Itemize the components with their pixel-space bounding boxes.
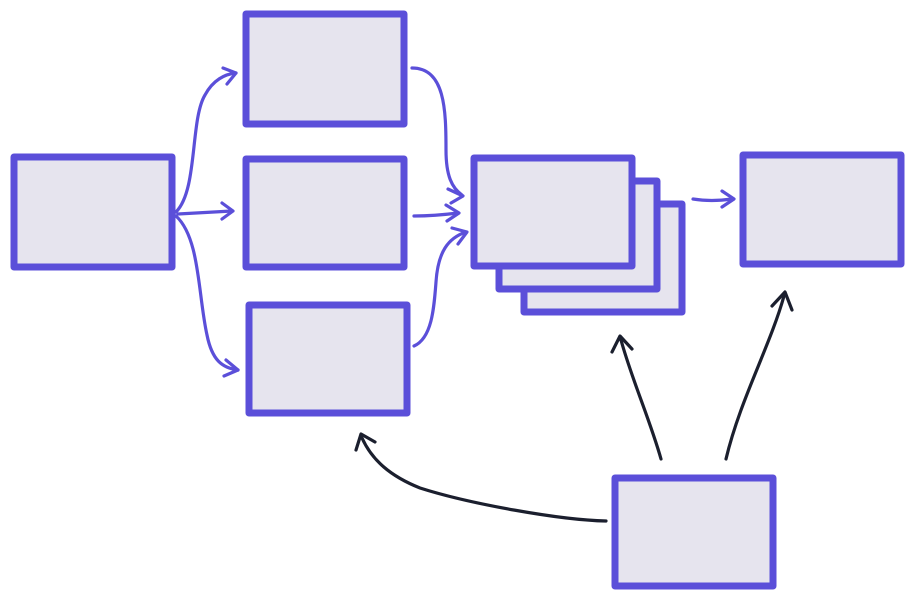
edge-source-to-branch-middle bbox=[176, 209, 234, 216]
node-output bbox=[739, 151, 905, 268]
arrowhead-branch-bottom-control bbox=[354, 432, 377, 452]
edge-controller-to-output bbox=[724, 294, 786, 461]
node-stack-front bbox=[470, 154, 636, 270]
edge-controller-to-branch-bottom bbox=[360, 436, 608, 523]
arrowhead-branch-middle bbox=[220, 201, 235, 221]
arrowhead-branch-top bbox=[221, 66, 238, 86]
node-branch-middle bbox=[242, 155, 408, 271]
node-branch-bottom bbox=[245, 301, 411, 417]
arrowhead-stack-from-bottom bbox=[450, 226, 469, 246]
node-branch-top bbox=[242, 10, 408, 128]
edge-stack-to-output bbox=[691, 197, 734, 203]
edge-branch-middle-to-stack bbox=[412, 211, 460, 218]
arrowhead-output-control bbox=[770, 290, 794, 312]
node-source bbox=[10, 153, 176, 271]
edge-branch-bottom-to-stack bbox=[412, 230, 468, 348]
node-controller bbox=[611, 474, 777, 590]
arrowhead-stack-from-top bbox=[446, 187, 465, 205]
arrowhead-branch-bottom bbox=[222, 358, 240, 378]
arrowhead-stack-control bbox=[610, 334, 634, 354]
arrowhead-stack-from-middle bbox=[444, 203, 461, 223]
edge-branch-top-to-stack bbox=[410, 66, 464, 197]
edge-source-to-branch-top bbox=[174, 71, 238, 214]
arrowhead-output bbox=[720, 189, 736, 209]
edge-source-to-branch-bottom bbox=[174, 214, 240, 372]
edge-controller-to-stack bbox=[619, 338, 663, 461]
